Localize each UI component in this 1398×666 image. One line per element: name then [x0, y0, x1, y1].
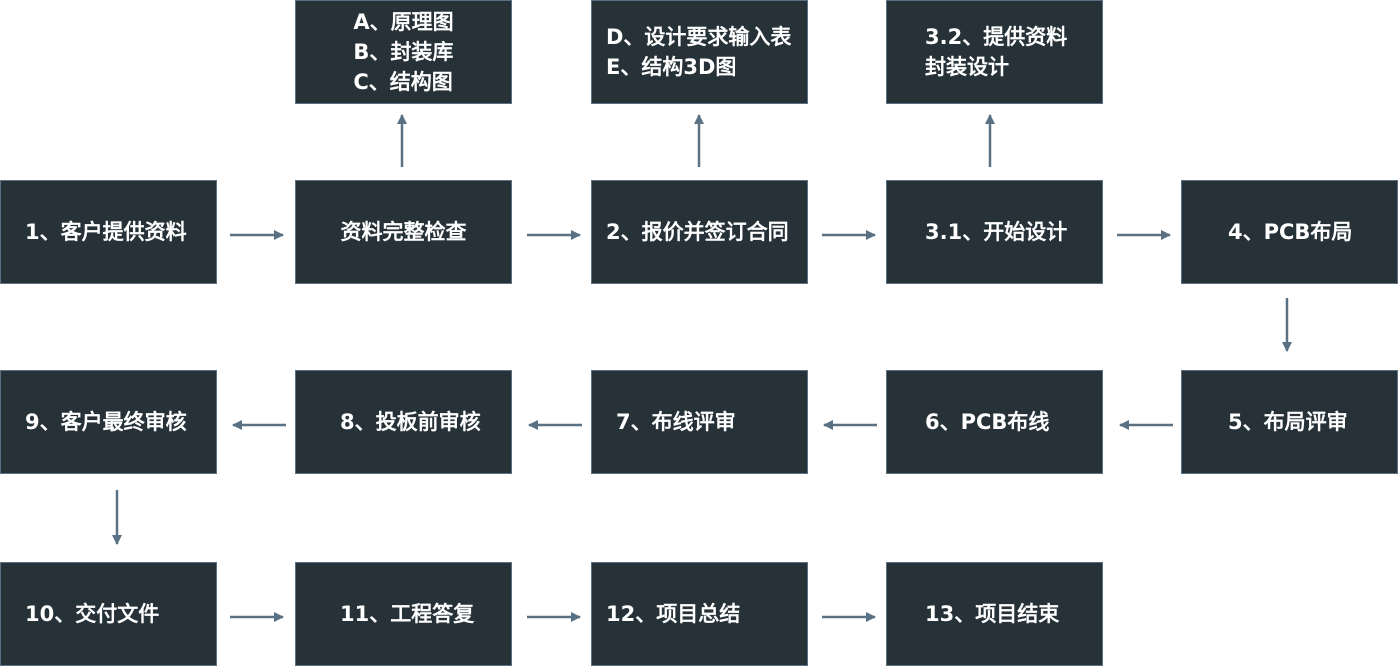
check-box: 资料完整检查	[295, 180, 512, 284]
step-4-box: 4、PCB布局	[1181, 180, 1398, 284]
note-step-3-2-label: 3.2、提供资料 封装设计	[925, 25, 1068, 79]
note-inputs: D、设计要求输入表 E、结构3D图	[591, 0, 808, 104]
step-10-label: 10、交付文件	[25, 602, 160, 626]
step-5-label: 5、布局评审	[1228, 410, 1348, 434]
note-materials-label: A、原理图 B、封装库 C、结构图	[353, 10, 454, 94]
step-13-label: 13、项目结束	[925, 602, 1060, 626]
step-13-box: 13、项目结束	[886, 562, 1103, 666]
step-10-box: 10、交付文件	[0, 562, 217, 666]
step-8-box: 8、投板前审核	[295, 370, 512, 474]
step-2-box: 2、报价并签订合同	[591, 180, 808, 284]
note-materials: A、原理图 B、封装库 C、结构图	[295, 0, 512, 104]
step-6-box: 6、PCB布线	[886, 370, 1103, 474]
step-8-label: 8、投板前审核	[340, 410, 481, 434]
step-7-box: 7、布线评审	[591, 370, 808, 474]
step-3-1-box: 3.1、开始设计	[886, 180, 1103, 284]
step-4-label: 4、PCB布局	[1228, 220, 1353, 244]
step-12-box: 12、项目总结	[591, 562, 808, 666]
step-6-label: 6、PCB布线	[925, 410, 1050, 434]
step-11-label: 11、工程答复	[340, 602, 475, 626]
step-5-box: 5、布局评审	[1181, 370, 1398, 474]
step-9-label: 9、客户最终审核	[25, 410, 187, 434]
step-3-1-label: 3.1、开始设计	[925, 220, 1068, 244]
step-7-label: 7、布线评审	[616, 410, 736, 434]
step-9-box: 9、客户最终审核	[0, 370, 217, 474]
step-12-label: 12、项目总结	[606, 602, 741, 626]
note-step-3-2: 3.2、提供资料 封装设计	[886, 0, 1103, 104]
step-2-label: 2、报价并签订合同	[606, 220, 789, 244]
step-1-box: 1、客户提供资料	[0, 180, 217, 284]
step-1-label: 1、客户提供资料	[25, 220, 187, 244]
check-label: 资料完整检查	[340, 220, 467, 244]
step-11-box: 11、工程答复	[295, 562, 512, 666]
note-inputs-label: D、设计要求输入表 E、结构3D图	[606, 25, 792, 79]
